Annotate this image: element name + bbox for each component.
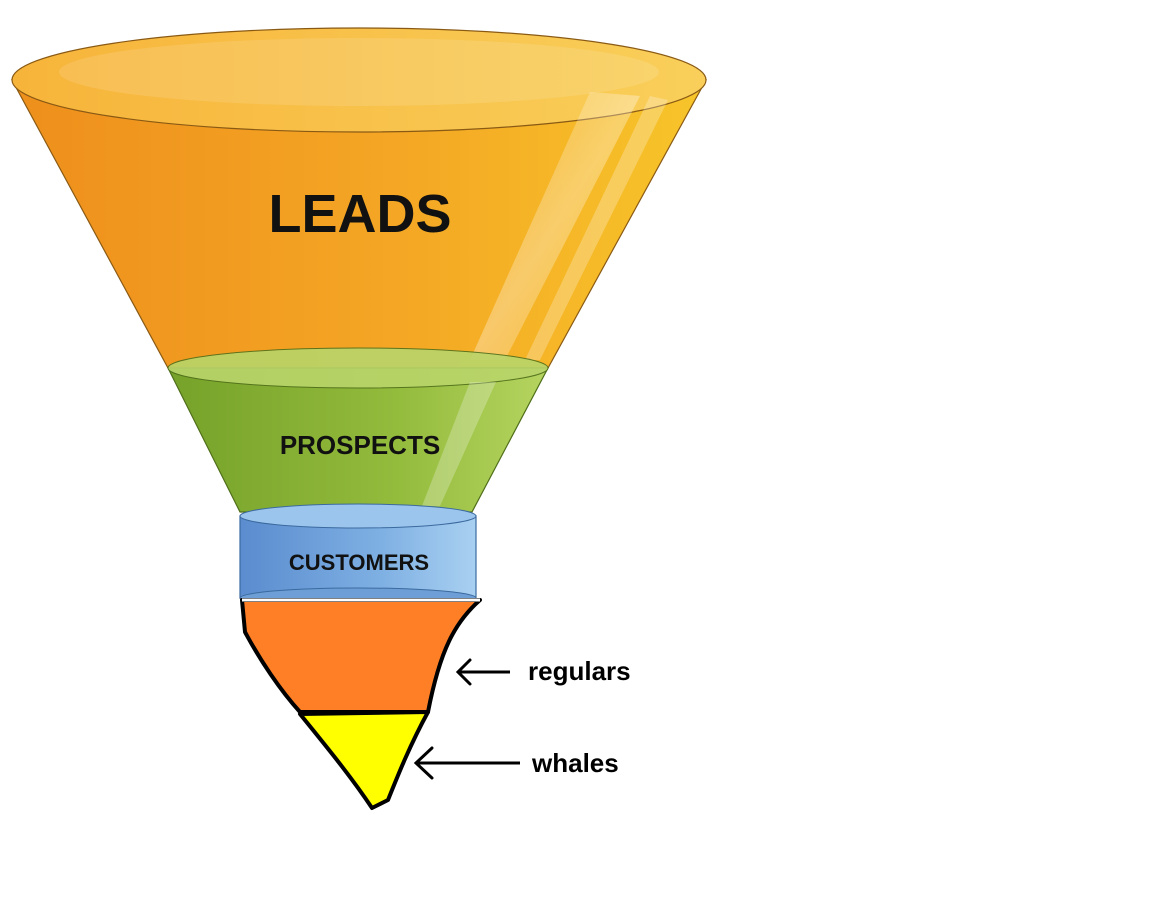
stage-label-customers: CUSTOMERS [289,550,429,575]
funnel-stage-prospects: PROSPECTS [167,347,549,513]
annotation-whales: whales [531,748,619,778]
hand-drawn-regulars-segment [240,598,482,714]
hand-drawn-whales-segment [298,710,430,810]
stage-label-prospects: PROSPECTS [280,430,440,460]
annotation-regulars: regulars [528,656,631,686]
arrow-whales-icon [413,746,520,780]
funnel-stage-customers: CUSTOMERS [239,503,477,609]
funnel-stage-leads: LEADS [10,27,708,369]
arrow-regulars-icon [455,658,510,686]
stage-label-leads: LEADS [268,184,451,244]
